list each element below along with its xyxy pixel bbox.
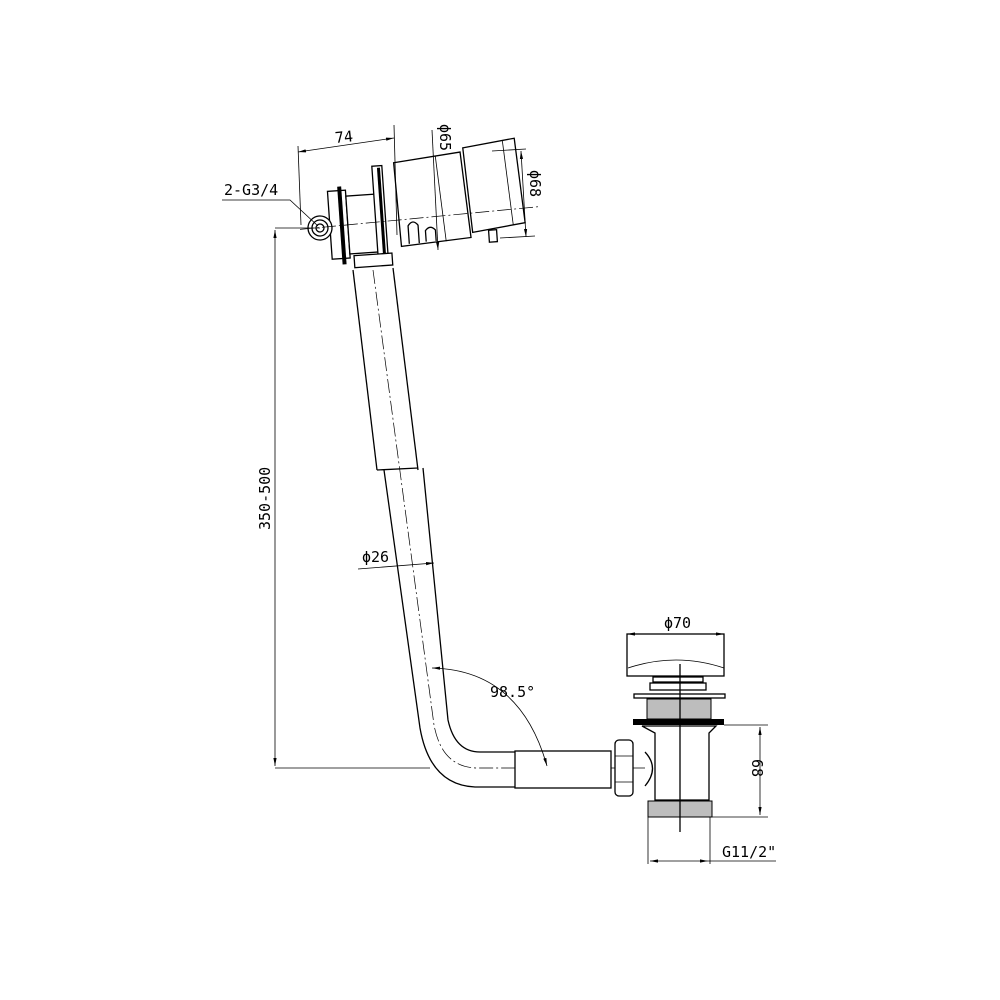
cylinder-line (434, 155, 447, 242)
waste-assembly (626, 633, 726, 832)
overflow-cylinder (392, 151, 472, 248)
overflow-centerline (300, 206, 540, 230)
lower-pipe-outer (383, 469, 515, 788)
plug-stem-ring (652, 676, 704, 683)
dimension-waste-height: 68 (712, 724, 768, 818)
extension-line (393, 124, 398, 236)
pin-slots (407, 221, 437, 244)
plug-cap (626, 633, 725, 677)
cap-edge (501, 141, 514, 225)
height-range-label: 350-500 (256, 467, 274, 530)
diameter-65-label: ϕ65 (436, 124, 454, 151)
waste-height-label: 68 (748, 759, 766, 777)
dimension-outlet: G11/2" (647, 817, 776, 864)
dimension-70: ϕ70 (627, 614, 724, 636)
extension-line (499, 235, 536, 239)
angle-arc (431, 666, 548, 767)
pipe-connector (353, 252, 394, 269)
plug-stem-ring (649, 682, 707, 691)
overflow-depth-label: 74 (334, 127, 354, 147)
pipe-sleeve (514, 750, 612, 789)
diameter-68-label: ϕ68 (526, 170, 544, 197)
waste-body (641, 725, 718, 801)
dimension-angle: 98.5° (431, 666, 548, 767)
extension-line (297, 145, 302, 226)
overflow-cap (462, 137, 526, 234)
lower-pipe-inner (422, 467, 515, 753)
dimension-68: ϕ68 (491, 148, 544, 239)
dimension-height: 350-500 (256, 227, 430, 769)
sealing-washer (633, 719, 724, 725)
dimension-line (431, 129, 440, 251)
dimension-65: ϕ65 (431, 124, 454, 251)
union-nut (614, 739, 634, 797)
control-pin (487, 228, 499, 243)
flange-edge (376, 167, 386, 254)
upper-thread (646, 698, 712, 720)
dimension-line (357, 562, 435, 570)
pipe-joint (376, 467, 419, 471)
plug-cap-curve (627, 659, 725, 669)
upper-pipe-left (352, 269, 378, 471)
gasket (337, 186, 347, 265)
dimension-74: 74 (297, 124, 398, 236)
dimension-line (297, 137, 395, 153)
plug-diameter-label: ϕ70 (664, 614, 691, 632)
upper-pipe-right (392, 267, 419, 471)
leader-line (222, 199, 319, 227)
bend-angle-label: 98.5° (490, 683, 535, 701)
elbow-bulge (644, 751, 654, 787)
outlet-thread-label: G11/2" (722, 843, 776, 861)
inlet-thread-label: 2-G3/4 (224, 181, 278, 199)
overflow-assembly (300, 137, 540, 269)
dimension-inlet-thread: 2-G3/4 (222, 181, 319, 227)
flexible-pipe (352, 267, 660, 797)
pipe-diameter-label: ϕ26 (362, 548, 389, 566)
dimension-line (519, 150, 528, 238)
extension-line (491, 148, 527, 152)
dimension-pipe: ϕ26 (357, 548, 435, 570)
